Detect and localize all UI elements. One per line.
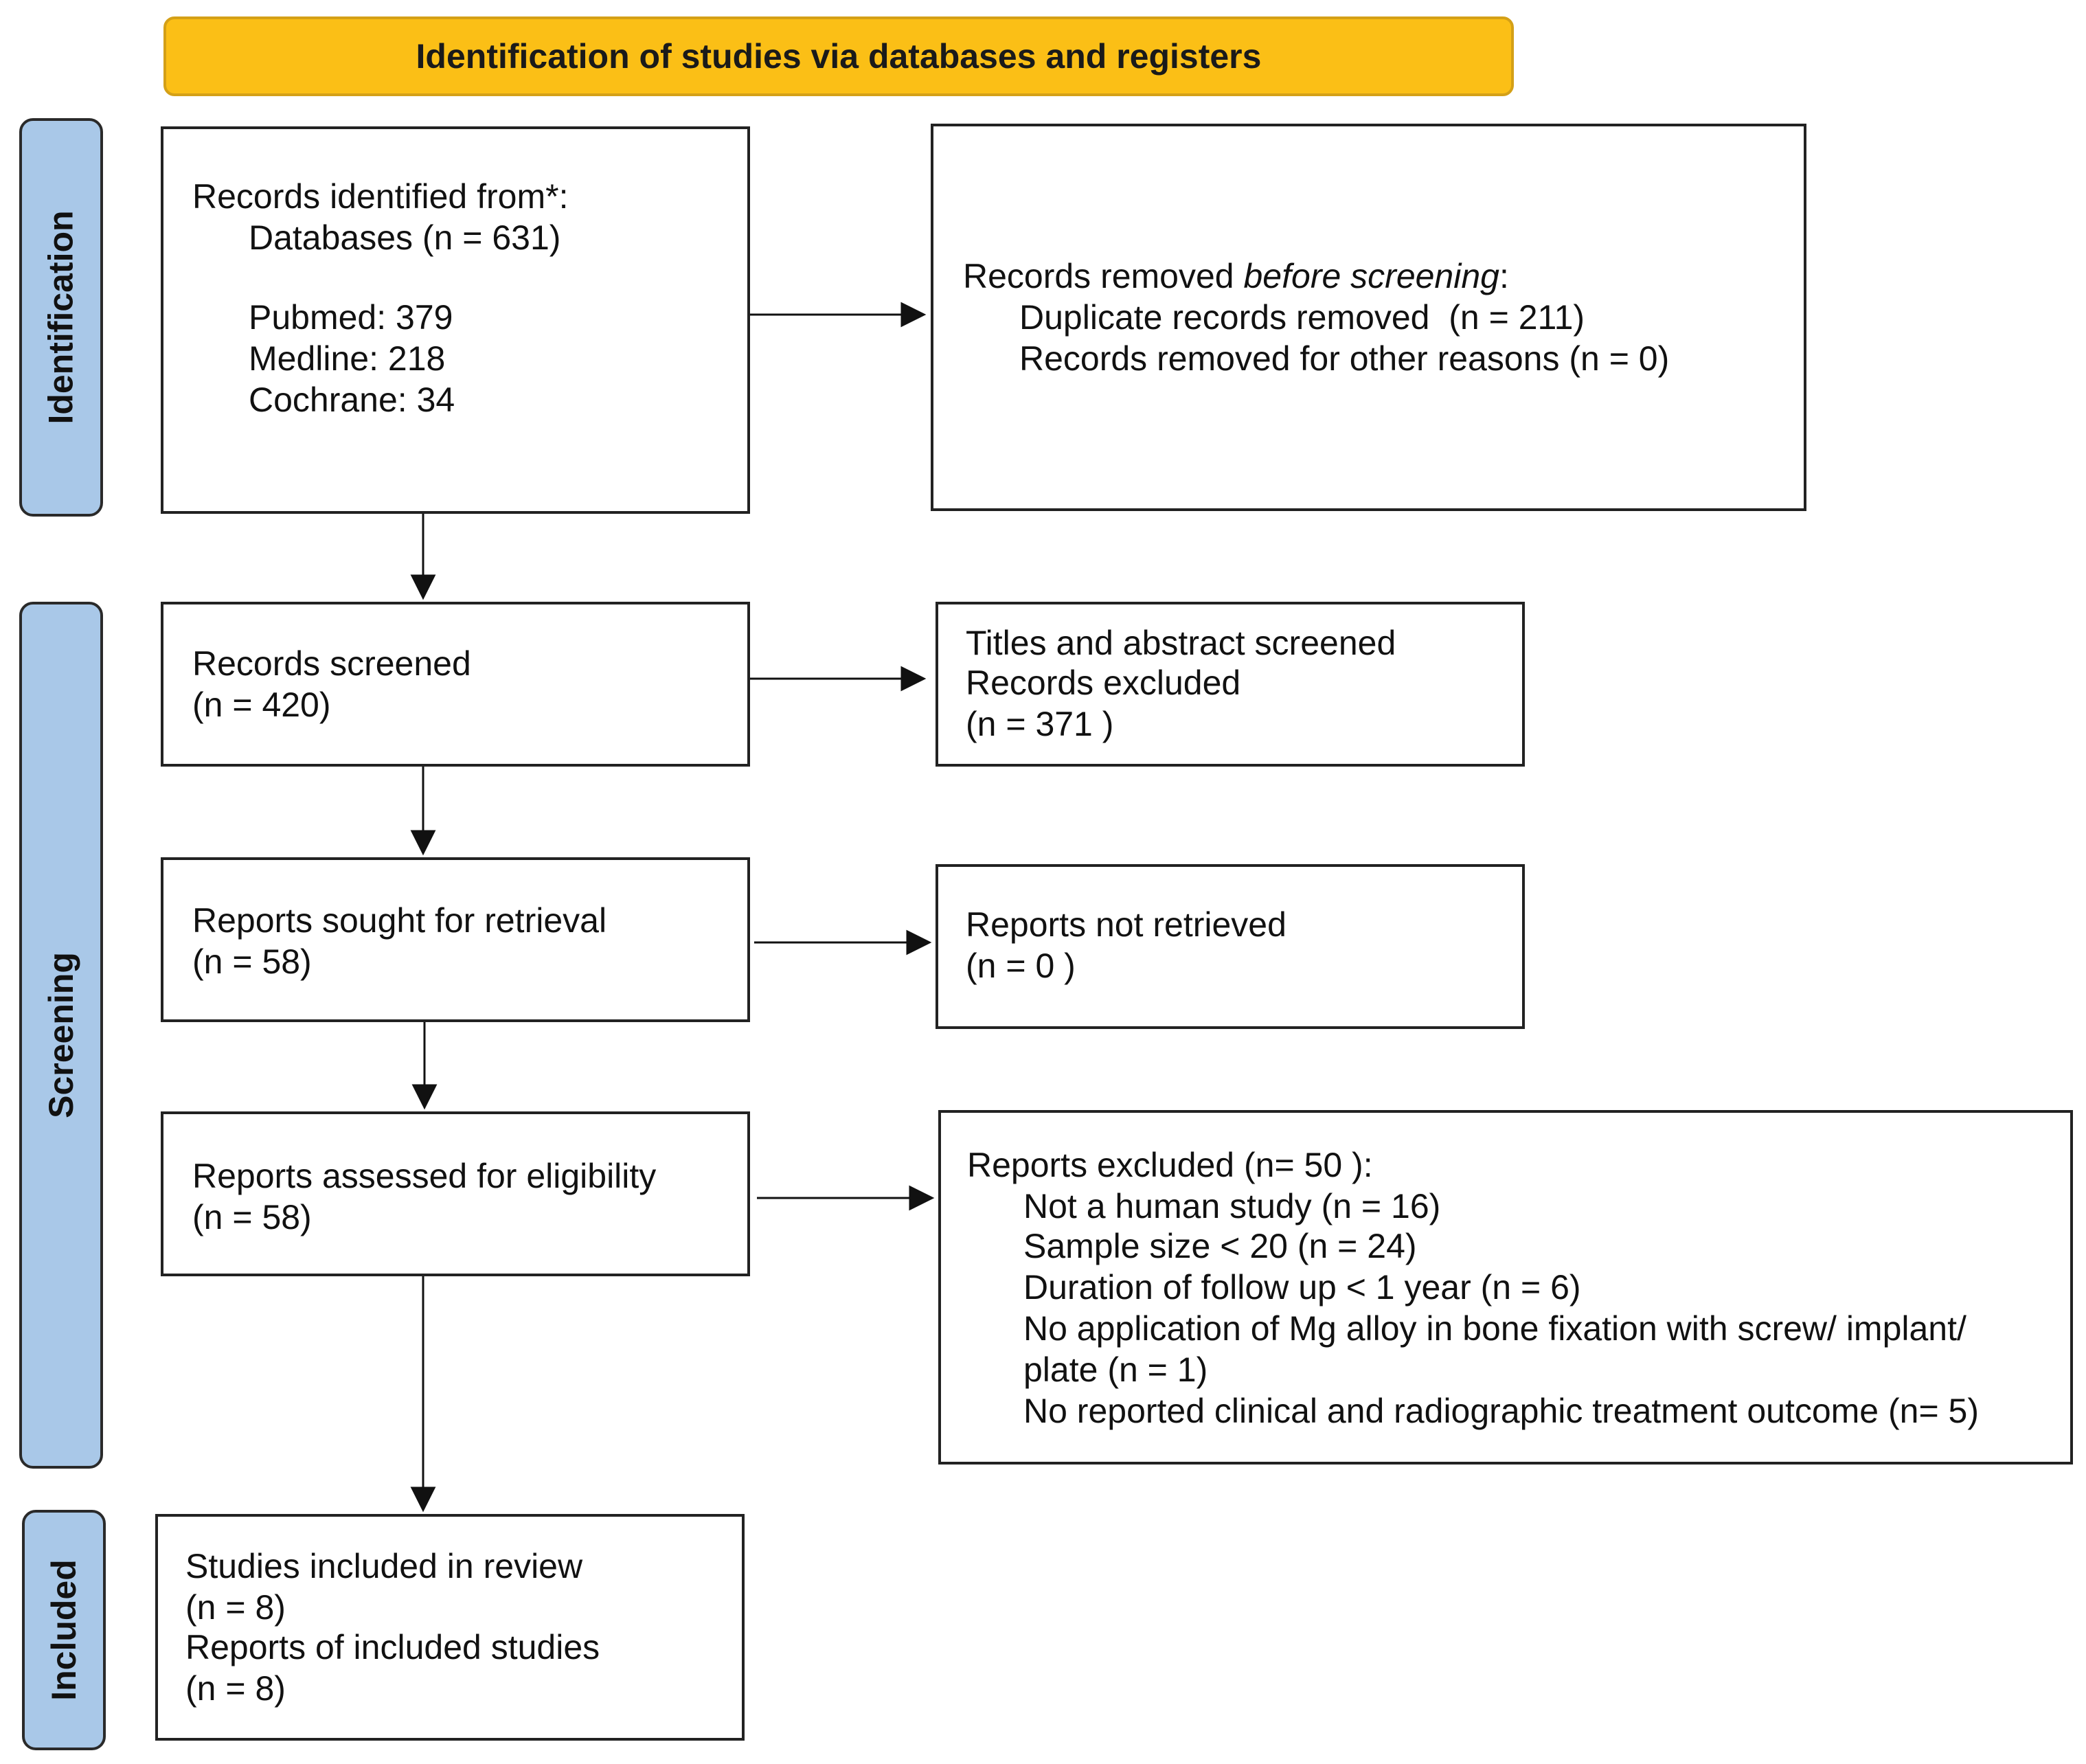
box-reports-sought (161, 857, 750, 1022)
removed-prefix: Records removed (963, 257, 1244, 295)
box-reports-assessed (161, 1111, 750, 1276)
reports-excluded-line7: No reported clinical and radiographic tr… (1023, 1392, 1980, 1430)
included-line2: (n = 8) (185, 1588, 286, 1627)
header-title: Identification of studies via databases … (416, 37, 1262, 76)
not-retrieved-line1: Reports not retrieved (966, 905, 1286, 944)
included-line3: Reports of included studies (185, 1628, 600, 1666)
screened-line1: Records screened (192, 644, 471, 683)
phase-identification: Identification (19, 118, 103, 517)
excluded-line1: Titles and abstract screened (966, 624, 1396, 662)
phase-included: Included (22, 1510, 106, 1750)
excluded-line2: Records excluded (966, 664, 1241, 702)
assessed-line1: Reports assessed for eligibility (192, 1157, 657, 1195)
assessed-line2: (n = 58) (192, 1198, 312, 1236)
box-records-excluded (936, 602, 1525, 767)
reports-excluded-line5: No application of Mg alloy in bone fixat… (1023, 1309, 1966, 1348)
box-records-identified (161, 126, 750, 514)
excluded-line3: (n = 371 ) (966, 705, 1114, 743)
box-reports-excluded (938, 1110, 2073, 1465)
sought-line1: Reports sought for retrieval (192, 901, 607, 940)
header-banner: Identification of studies via databases … (163, 16, 1514, 96)
included-line1: Studies included in review (185, 1547, 583, 1585)
reports-excluded-line4: Duration of follow up < 1 year (n = 6) (1023, 1268, 1581, 1307)
identified-line1: Records identified from*: (192, 177, 569, 216)
removed-suffix: : (1499, 257, 1509, 295)
phase-screening: Screening (19, 602, 103, 1469)
identified-line4: Medline: 218 (249, 339, 446, 378)
removed-italic: before screening (1243, 257, 1499, 295)
box-studies-included (155, 1514, 745, 1741)
reports-excluded-line3: Sample size < 20 (n = 24) (1023, 1227, 1417, 1265)
screened-line2: (n = 420) (192, 686, 331, 724)
box-reports-not-retrieved (936, 864, 1525, 1029)
reports-excluded-line1: Reports excluded (n= 50 ): (967, 1146, 1373, 1184)
included-line4: (n = 8) (185, 1669, 286, 1708)
box-records-removed (931, 124, 1806, 511)
identified-line5: Cochrane: 34 (249, 381, 455, 419)
not-retrieved-line2: (n = 0 ) (966, 947, 1076, 985)
box-records-screened (161, 602, 750, 767)
sought-line2: (n = 58) (192, 942, 312, 981)
reports-excluded-line6: plate (n = 1) (1023, 1350, 1208, 1389)
removed-line1: Records removed before screening: (963, 256, 1509, 297)
identified-line3: Pubmed: 379 (249, 298, 453, 337)
removed-line2: Duplicate records removed (n = 211) (1019, 298, 1585, 337)
identified-line2: Databases (n = 631) (249, 218, 561, 257)
reports-excluded-line2: Not a human study (n = 16) (1023, 1187, 1441, 1225)
removed-line3: Records removed for other reasons (n = 0… (1019, 339, 1670, 378)
